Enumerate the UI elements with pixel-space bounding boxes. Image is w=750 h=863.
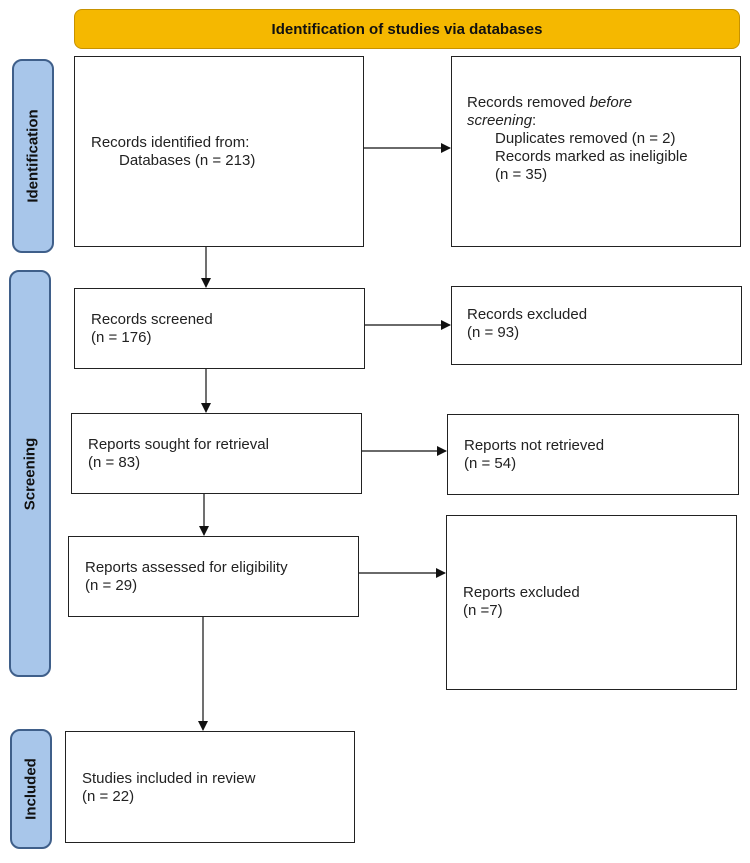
records-removed-before: before xyxy=(589,94,633,111)
records-marked-ineligible: Records marked as ineligible xyxy=(495,148,688,165)
reports-not-retrieved-box: Reports not retrieved (n = 54) xyxy=(447,414,739,495)
identification-banner: Identification of studies via databases xyxy=(74,9,740,49)
reports-excluded-box: Reports excluded (n =7) xyxy=(446,515,737,690)
records-excluded-label: Records excluded xyxy=(467,306,588,323)
records-excluded-count: (n = 93) xyxy=(467,324,520,341)
reports-assessed-label: Reports assessed for eligibility xyxy=(85,559,288,576)
records-identified-databases: Databases (n = 213) xyxy=(119,152,256,169)
records-screened-box: Records screened (n = 176) xyxy=(74,288,365,369)
duplicates-removed: Duplicates removed (n = 2) xyxy=(495,130,676,147)
records-identified-label: Records identified from: xyxy=(91,134,250,151)
records-removed-box: Records removed before screening: Duplic… xyxy=(451,56,741,247)
reports-excluded-label: Reports excluded xyxy=(463,584,580,601)
reports-sought-box: Reports sought for retrieval (n = 83) xyxy=(71,413,362,494)
reports-assessed-box: Reports assessed for eligibility (n = 29… xyxy=(68,536,359,617)
reports-sought-label: Reports sought for retrieval xyxy=(88,436,269,453)
records-identified-box: Records identified from: Databases (n = … xyxy=(74,56,364,247)
records-marked-ineligible-count: (n = 35) xyxy=(495,166,548,183)
reports-not-retrieved-count: (n = 54) xyxy=(464,455,517,472)
reports-assessed-count: (n = 29) xyxy=(85,577,138,594)
records-screened-label: Records screened xyxy=(91,311,213,328)
records-excluded-box: Records excluded (n = 93) xyxy=(451,286,742,365)
reports-sought-count: (n = 83) xyxy=(88,454,141,471)
records-screened-count: (n = 176) xyxy=(91,329,152,346)
reports-excluded-count: (n =7) xyxy=(463,602,503,619)
phase-identification: Identification xyxy=(12,59,54,253)
phase-included: Included xyxy=(10,729,52,849)
banner-title: Identification of studies via databases xyxy=(271,20,543,38)
records-removed-screening: screening xyxy=(467,112,533,129)
records-removed-colon: : xyxy=(532,112,537,129)
phase-screening: Screening xyxy=(9,270,51,677)
reports-not-retrieved-label: Reports not retrieved xyxy=(464,437,605,454)
records-removed-label: Records removed xyxy=(467,94,590,111)
studies-included-count: (n = 22) xyxy=(82,788,135,805)
studies-included-box: Studies included in review (n = 22) xyxy=(65,731,355,843)
studies-included-label: Studies included in review xyxy=(82,770,256,787)
